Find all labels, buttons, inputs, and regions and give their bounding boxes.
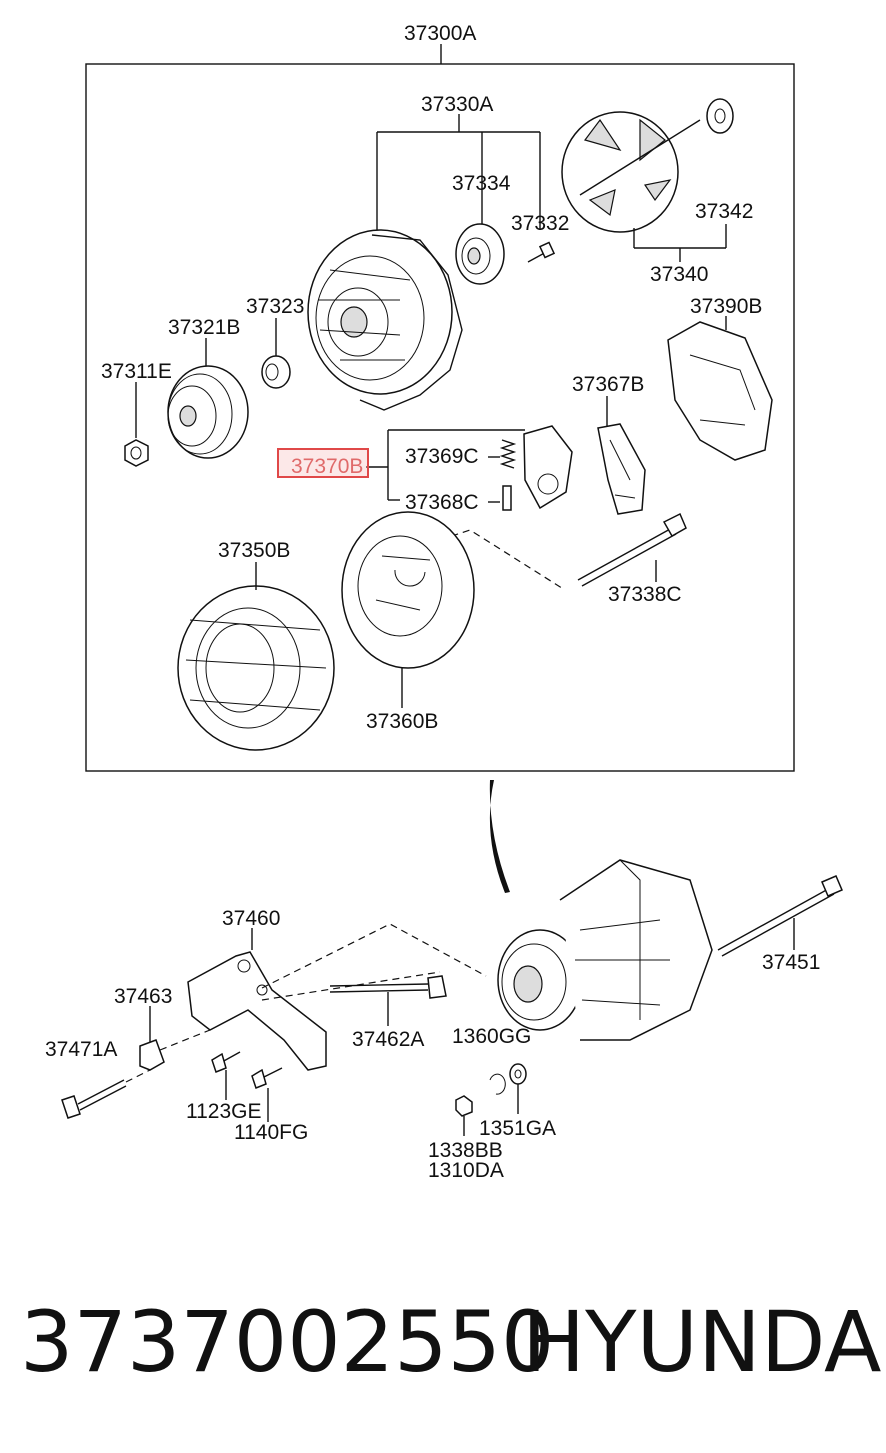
label-1351ga: 1351GA — [479, 1117, 557, 1140]
screw-drawing — [527, 241, 556, 263]
label-37340: 37340 — [650, 263, 709, 286]
footer-brand: HYUNDAI — [522, 1293, 886, 1391]
label-37332: 37332 — [511, 212, 570, 235]
label-37311e: 37311E — [101, 360, 172, 383]
label-37460: 37460 — [222, 907, 281, 930]
label-1123ge: 1123GE — [186, 1100, 262, 1123]
front-bracket-drawing — [307, 229, 463, 411]
label-37462a: 37462A — [352, 1028, 425, 1051]
label-37342: 37342 — [695, 200, 754, 223]
label-37334: 37334 — [452, 172, 511, 195]
label-37368c: 37368C — [405, 491, 479, 514]
label-37369c: 37369C — [405, 445, 479, 468]
through-bolt-drawing — [439, 512, 687, 591]
label-37360b: 37360B — [366, 710, 439, 733]
bolt-37471a-drawing — [61, 1069, 151, 1119]
assembly-frame — [85, 63, 795, 772]
assembly-arrow — [489, 780, 510, 893]
label-37300a: 37300A — [404, 22, 477, 45]
highlight-37370b — [277, 448, 369, 478]
stator-drawing — [177, 562, 335, 751]
label-37367b: 37367B — [572, 373, 645, 396]
label-37451: 37451 — [762, 951, 821, 974]
label-37338c: 37338C — [608, 583, 682, 606]
label-37390b: 37390B — [690, 295, 763, 318]
washers-drawing — [455, 1063, 527, 1136]
footer-part-number: 3737002550 — [20, 1293, 555, 1391]
brush-holder-drawing — [499, 425, 573, 511]
rotor-drawing — [561, 98, 734, 262]
label-37471a: 37471A — [45, 1038, 118, 1061]
bolt-37462a-drawing — [329, 975, 447, 1026]
nut-drawing — [124, 382, 149, 467]
label-1338bb: 1338BB — [428, 1139, 503, 1162]
label-37330a: 37330A — [421, 93, 494, 116]
rear-bracket-drawing — [341, 511, 475, 708]
label-1140fg: 1140FG — [234, 1121, 309, 1144]
label-37370b: 37370B — [291, 455, 364, 478]
label-37323: 37323 — [246, 295, 305, 318]
label-1360gg: 1360GG — [452, 1025, 532, 1048]
small-bolts-drawing — [211, 1051, 283, 1122]
label-37463: 37463 — [114, 985, 173, 1008]
label-1310da: 1310DA — [428, 1159, 504, 1182]
rectifier-drawing — [597, 396, 646, 515]
spacer-drawing — [261, 318, 291, 389]
label-37350b: 37350B — [218, 539, 291, 562]
alternator-assembly-drawing — [497, 859, 713, 1041]
bolt-37451-drawing — [717, 875, 843, 957]
bearing-drawing — [455, 223, 505, 285]
pulley-drawing — [167, 338, 249, 459]
rear-cover-drawing — [667, 316, 773, 461]
label-37321b: 37321B — [168, 316, 241, 339]
spacer-37463-drawing — [139, 1006, 211, 1071]
